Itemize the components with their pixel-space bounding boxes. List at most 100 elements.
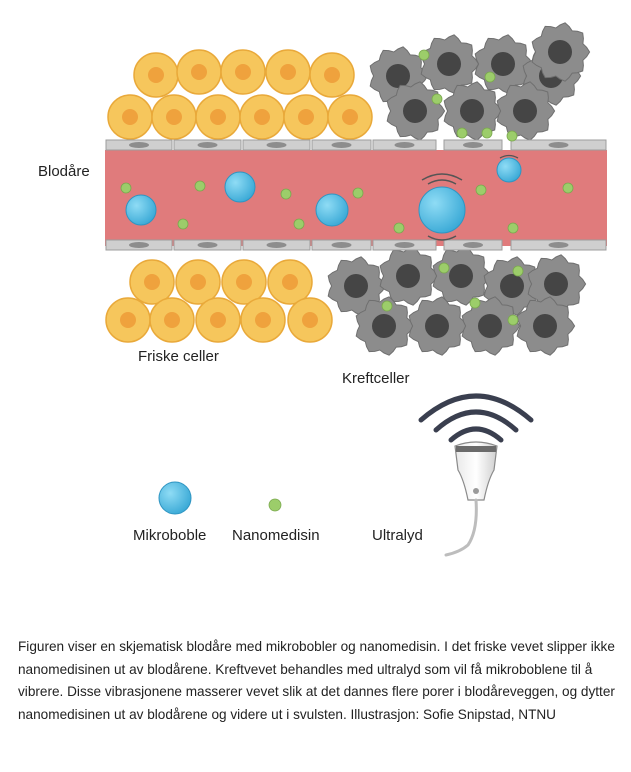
microbubble — [496, 157, 522, 183]
vibration-arc — [427, 179, 457, 185]
wall-cell-nucleus — [548, 242, 569, 248]
healthy-cell — [105, 297, 151, 343]
healthy-cell — [309, 52, 355, 98]
nanomedicine-particle — [512, 265, 524, 277]
nanomedicine-icon — [268, 498, 282, 512]
healthy-cell — [240, 297, 286, 343]
healthy-cell — [267, 259, 313, 305]
cancer-cell — [527, 254, 587, 314]
nanomedicine-particle — [484, 71, 496, 83]
cancer-cell — [516, 296, 576, 356]
nanomedicine-particle — [293, 218, 305, 230]
nanomedicine-particle — [431, 93, 443, 105]
healthy-tissue-top — [107, 49, 373, 140]
cancer-cell — [386, 81, 446, 141]
wall-cell-nucleus — [266, 142, 287, 148]
probe-head — [454, 441, 498, 501]
blood-vessel — [105, 49, 607, 326]
cancer-tissue-top — [369, 22, 591, 141]
wall-cell-nucleus — [197, 242, 218, 248]
nanomedicine-particle — [456, 127, 468, 139]
wall-cell-nucleus — [331, 242, 352, 248]
nanomedicine-particle — [469, 297, 481, 309]
healthy-cell — [327, 94, 373, 140]
ultrasound-wave — [448, 426, 504, 443]
cancer-cell — [496, 81, 556, 141]
nanomedicine-particle — [418, 49, 430, 61]
cancer-cell — [461, 296, 521, 356]
vibration-arc — [421, 173, 463, 181]
healthy-cell — [239, 94, 285, 140]
probe-button — [473, 488, 479, 494]
cancer-cell — [420, 34, 480, 94]
cancer-cell — [408, 296, 468, 356]
nanomedicine-particle — [280, 188, 292, 200]
microbubble — [224, 171, 256, 203]
nanomedicine-particle — [194, 180, 206, 192]
nanomedicine-particle — [352, 187, 364, 199]
vibration-arc — [499, 154, 519, 159]
wall-cell-nucleus — [129, 142, 149, 148]
microbubble — [125, 194, 157, 226]
healthy-cell — [221, 259, 267, 305]
wall-cell-nucleus — [548, 142, 569, 148]
ultrasound-probe-icon — [418, 393, 534, 557]
nanomedicine-particle — [481, 127, 493, 139]
healthy-cell — [195, 94, 241, 140]
nanomedicine-particle — [381, 300, 393, 312]
nanomedicine-particle — [177, 218, 189, 230]
healthy-cell — [283, 94, 329, 140]
healthy-cell — [195, 297, 241, 343]
nanomedicine-particle — [475, 184, 487, 196]
healthy-cell — [175, 259, 221, 305]
ultrasound-wave — [433, 409, 519, 433]
cancer-cell — [379, 246, 439, 306]
ultrasound-wave — [418, 393, 534, 423]
nanomedicine-particle — [438, 262, 450, 274]
figure-caption: Figuren viser en skjematisk blodåre med … — [18, 639, 615, 722]
cancer-cell — [355, 296, 415, 356]
nanomedicine-particle — [393, 222, 405, 234]
cancer-cell — [531, 22, 591, 82]
vessel-diagram — [105, 22, 607, 557]
wall-cell-nucleus — [463, 242, 483, 248]
cancer-cell — [443, 81, 503, 141]
healthy-cell — [133, 52, 179, 98]
legend-label-nanomedicine: Nanomedisin — [232, 527, 320, 544]
healthy-cell — [149, 297, 195, 343]
legend-icons — [158, 481, 282, 515]
label-healthy-cells: Friske celler — [138, 348, 219, 365]
legend-label-ultrasound: Ultralyd — [372, 527, 423, 544]
healthy-cell — [151, 94, 197, 140]
healthy-tissue-bottom — [105, 259, 333, 343]
wall-cell-nucleus — [197, 142, 218, 148]
healthy-cell — [107, 94, 153, 140]
healthy-cell — [220, 49, 266, 95]
healthy-cell — [287, 297, 333, 343]
healthy-cell — [129, 259, 175, 305]
microbubble — [418, 186, 466, 234]
nanomedicine-particle — [506, 130, 518, 142]
cancer-tissue-bottom — [327, 246, 587, 356]
wall-cell-nucleus — [266, 242, 287, 248]
healthy-cell — [176, 49, 222, 95]
probe-tip — [456, 446, 496, 452]
vibration-arc — [427, 235, 457, 241]
wall-cell-nucleus — [394, 242, 415, 248]
microbubble-icon — [158, 481, 192, 515]
wall-cell-nucleus — [129, 242, 149, 248]
legend-label-microbubble: Mikroboble — [133, 527, 207, 544]
nanomedicine-particle — [562, 182, 574, 194]
nanomedicine-particle — [120, 182, 132, 194]
wall-cell-nucleus — [331, 142, 352, 148]
healthy-cell — [265, 49, 311, 95]
nanomedicine-particle — [507, 222, 519, 234]
wall-cell-nucleus — [394, 142, 415, 148]
wall-cell-nucleus — [463, 142, 483, 148]
microbubble — [315, 193, 349, 227]
cancer-cell — [432, 246, 492, 306]
label-cancer-cells: Kreftceller — [342, 370, 410, 387]
label-blood-vessel: Blodåre — [38, 163, 90, 180]
probe-cable — [444, 498, 478, 557]
nanomedicine-particle — [507, 314, 519, 326]
